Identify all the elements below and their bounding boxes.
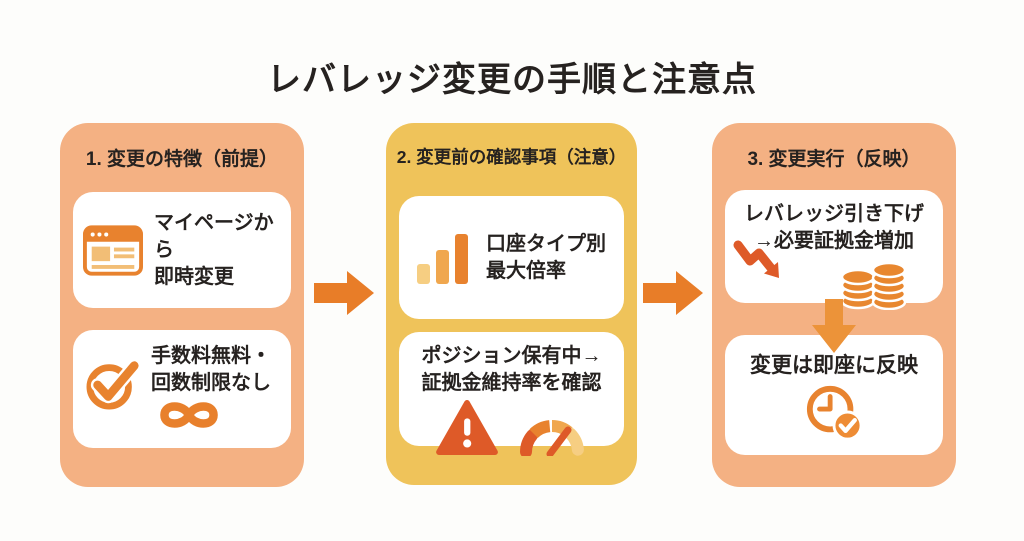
- text-line: 最大倍率: [486, 259, 566, 282]
- card-instant-reflect: 変更は即座に反映: [725, 335, 943, 455]
- flow-arrow-right-2-icon: [643, 271, 703, 315]
- text-line: 回数制限なし: [151, 372, 271, 394]
- coin-stacks-icon: [839, 246, 909, 311]
- text-line: マイページから: [154, 211, 274, 261]
- card-instant-change: マイページから 即時変更: [73, 192, 291, 308]
- card-margin-check: ポジション保有中→ 証拠金維持率を確認: [399, 332, 624, 458]
- bar-chart-icon: [417, 232, 471, 284]
- card-max-leverage: 口座タイプ別 最大倍率: [399, 196, 624, 319]
- infinity-icon: [157, 398, 221, 432]
- text-line: レバレッジ引き下げ: [744, 203, 924, 225]
- step-1-header: 1. 変更の特徴（前提）: [85, 149, 279, 170]
- card-max-leverage-text: 口座タイプ別 最大倍率: [486, 231, 606, 285]
- flow-arrow-right-1-icon: [314, 271, 374, 315]
- trend-down-arrow-icon: [733, 240, 785, 284]
- clock-check-icon: [803, 383, 865, 441]
- page-title: レバレッジ変更の手順と注意点: [267, 61, 757, 99]
- card-no-fee-text: 手数料無料・ 回数制限なし: [151, 343, 271, 448]
- text-line: 変更は即座に反映: [750, 354, 918, 377]
- text-line: 手数料無料・: [151, 345, 271, 367]
- flow-arrow-down-icon: [812, 299, 856, 353]
- card-instant-change-text: マイページから 即時変更: [154, 210, 291, 291]
- check-circle-icon: [86, 356, 142, 448]
- step-3-panel: 3. 変更実行（反映） レバレッジ引き下げ →必要証拠金増加: [712, 123, 956, 487]
- step-3-header: 3. 変更実行（反映）: [747, 149, 921, 170]
- gauge-icon: [516, 410, 588, 458]
- step-1-panel: 1. 変更の特徴（前提） マイページから 即時変更: [60, 123, 304, 487]
- card-no-fee: 手数料無料・ 回数制限なし: [73, 330, 291, 448]
- card-margin-increase-text: レバレッジ引き下げ →必要証拠金増加: [725, 201, 943, 255]
- text-line: →必要証拠金増加: [754, 230, 914, 252]
- text-line: 証拠金維持率を確認: [421, 372, 602, 394]
- text-line: ポジション保有中→: [421, 345, 602, 367]
- card-instant-reflect-text: 変更は即座に反映: [725, 352, 943, 380]
- card-margin-check-text: ポジション保有中→ 証拠金維持率を確認: [399, 343, 624, 397]
- text-line: 口座タイプ別: [486, 232, 606, 255]
- step-2-header: 2. 変更前の確認事項（注意）: [396, 147, 627, 167]
- margin-check-icons: [399, 400, 624, 458]
- browser-window-icon: [83, 224, 143, 276]
- step-2-panel: 2. 変更前の確認事項（注意） 口座タイプ別 最大倍率 ポジション保有中→ 証拠…: [386, 123, 637, 485]
- warning-triangle-icon: [435, 400, 498, 456]
- text-line: 即時変更: [154, 265, 234, 288]
- card-margin-increase: レバレッジ引き下げ →必要証拠金増加: [725, 190, 943, 311]
